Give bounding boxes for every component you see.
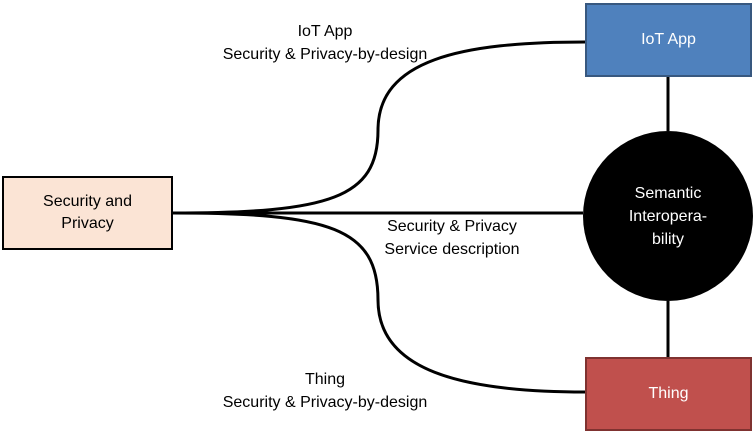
thing-edge-label: Thing Security & Privacy-by-design	[205, 368, 445, 414]
thing-box-label: Thing	[648, 385, 689, 402]
connector-iot-app	[172, 40, 586, 215]
semantic-line-3: bility	[651, 230, 684, 248]
iot-app-box-label: IoT App	[641, 31, 696, 48]
service-edge-label-line-1: Security & Privacy	[387, 218, 517, 235]
semantic-line-2: Interopera-	[628, 207, 708, 225]
iot-app-edge-label-line-1: IoT App	[297, 23, 353, 40]
iot-app-edge-label: IoT App Security & Privacy-by-design	[205, 20, 445, 66]
service-edge-label: Security & Privacy Service description	[340, 215, 564, 261]
iot-app-box: IoT App	[585, 3, 752, 77]
thing-box: Thing	[585, 357, 752, 431]
security-privacy-box: Security and Privacy	[2, 176, 173, 250]
security-privacy-line-1: Security and	[43, 193, 132, 210]
semantic-interoperability-circle: Semantic Interopera- bility	[583, 131, 753, 301]
thing-edge-label-line-1: Thing	[304, 371, 346, 388]
service-edge-label-line-2: Service description	[384, 241, 520, 258]
semantic-line-1: Semantic	[634, 184, 702, 202]
thing-edge-label-line-2: Security & Privacy-by-design	[222, 394, 428, 411]
iot-app-edge-label-line-2: Security & Privacy-by-design	[222, 46, 428, 63]
connector-thing	[172, 211, 586, 394]
security-privacy-line-2: Privacy	[61, 215, 114, 232]
